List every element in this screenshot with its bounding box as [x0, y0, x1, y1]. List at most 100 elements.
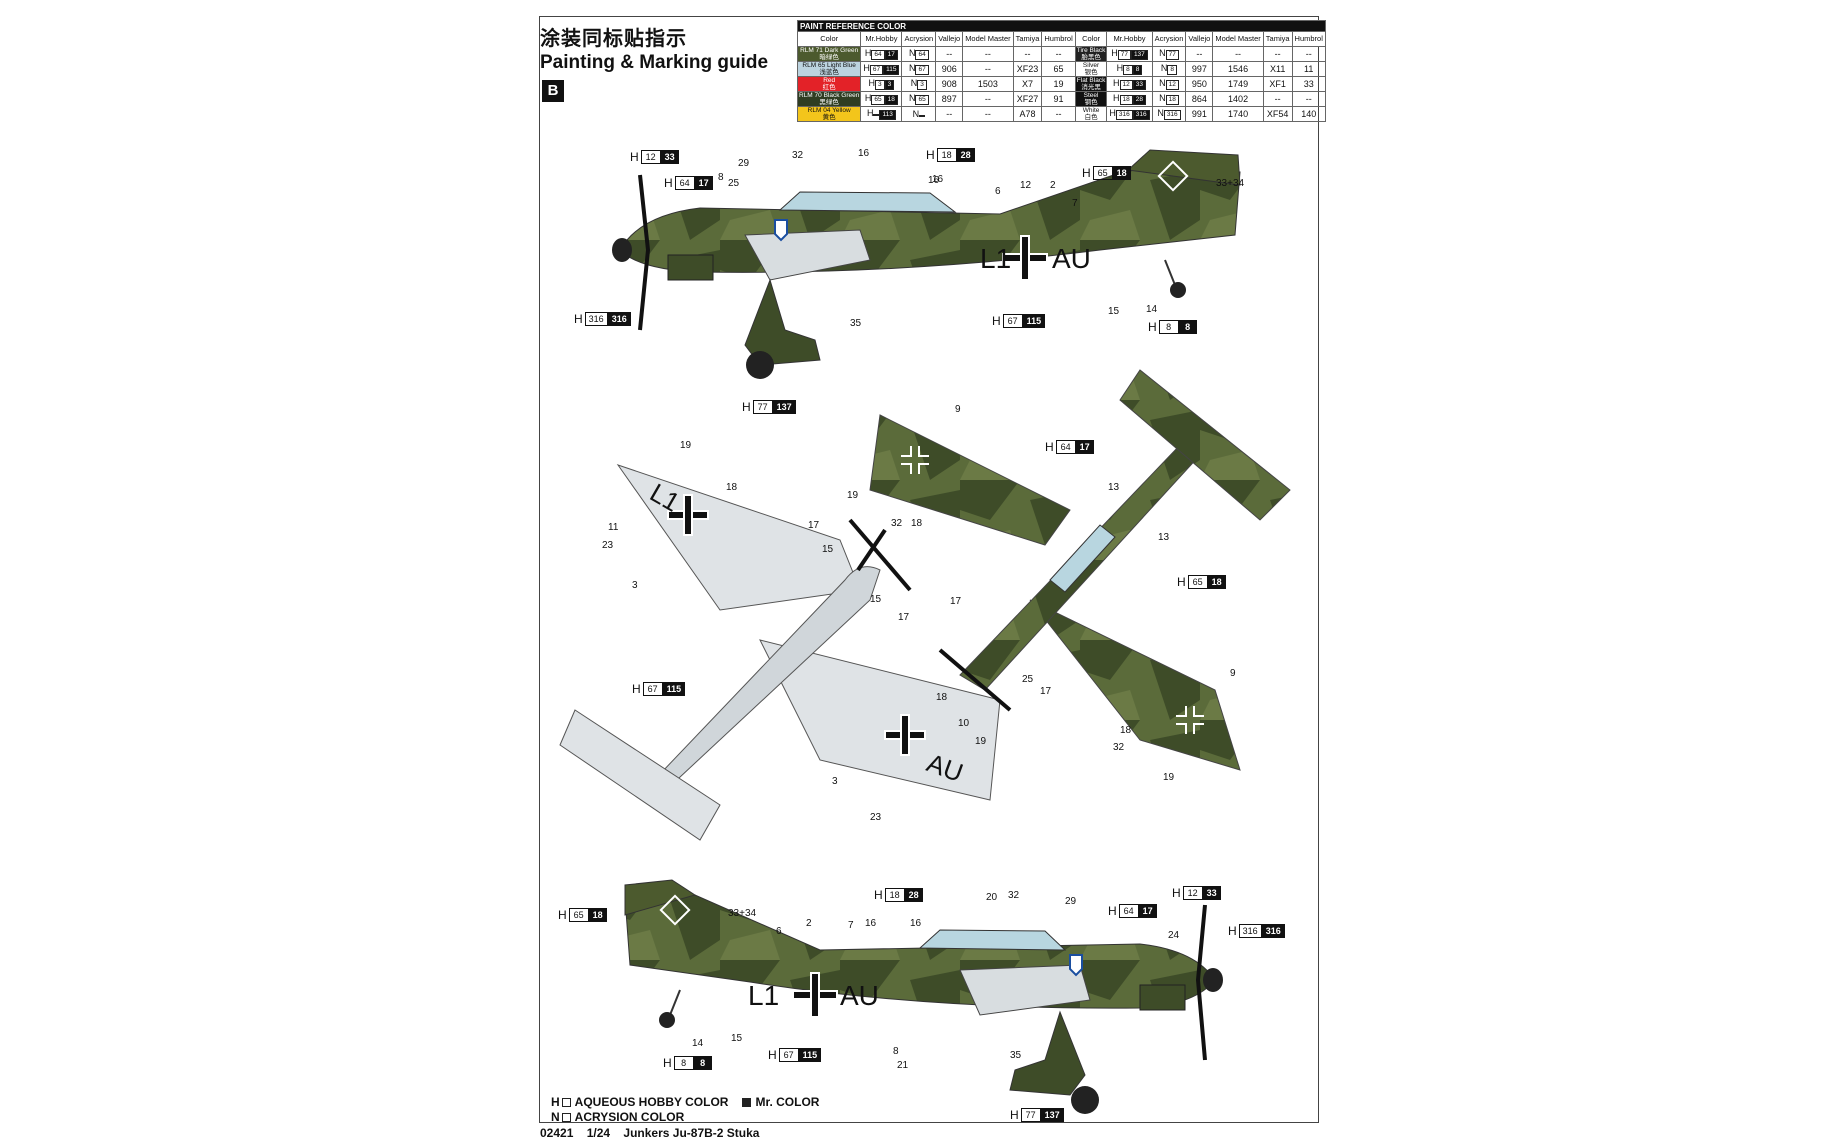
code-left-top: L1 [980, 243, 1011, 274]
col-mrhobby: Mr.Hobby [1106, 31, 1153, 47]
col-color: Color [796, 31, 862, 47]
callout-number: 33+34 [728, 908, 757, 919]
side-view-right: L1 AU [624, 879, 1223, 1114]
ref-h: H [1108, 904, 1117, 918]
legend-line-1: H AQUEOUS HOBBY COLOR Mr. COLOR [551, 1095, 819, 1109]
callout-number: 17 [808, 520, 820, 531]
col-mrhobby: Mr.Hobby [860, 31, 903, 47]
legend-line-2: N ACRYSION COLOR [551, 1110, 684, 1124]
ref-aqueous-code: 65 [1092, 166, 1113, 180]
paint-ref-tag: H 65 18 [1082, 166, 1131, 180]
callout-number: 32 [792, 150, 804, 161]
n-acrysion: 77 [1165, 49, 1179, 60]
n-acrysion: 316 [1163, 109, 1181, 120]
callout-number: 29 [1065, 896, 1077, 907]
callout-number: 15 [870, 594, 882, 605]
legend-h-mark: H [551, 1095, 560, 1109]
ref-mrcolor-code: 18 [588, 908, 607, 922]
ref-h: H [926, 148, 935, 162]
ref-mrcolor-code: 316 [1261, 924, 1285, 938]
h-mrcolor: 18 [884, 94, 898, 105]
ref-h: H [1045, 440, 1054, 454]
paint-ref-tag: H 64 17 [1045, 440, 1094, 454]
paint-ref-tag: H 316 316 [574, 312, 631, 326]
ref-mrcolor-code: 137 [772, 400, 796, 414]
h-aqueous: 64 [871, 49, 885, 60]
ref-mrcolor-code: 115 [662, 682, 686, 696]
under-view: L1 AU [559, 464, 1001, 841]
callout-number: 19 [680, 440, 692, 451]
ref-h: H [664, 176, 673, 190]
color-name-zh: 白色 [1084, 113, 1098, 121]
ref-h: H [1172, 886, 1181, 900]
callout-number: 14 [692, 1038, 704, 1049]
h-mrcolor: 3 [884, 79, 895, 90]
callout-number: 23 [602, 540, 614, 551]
n-acrysion: 18 [1165, 94, 1179, 105]
ref-mrcolor-code: 28 [956, 148, 975, 162]
ref-mrcolor-code: 33 [660, 150, 679, 164]
h-aqueous: 316 [1115, 109, 1133, 120]
ref-aqueous-code: 77 [752, 400, 773, 414]
h-mrcolor: 115 [883, 64, 900, 75]
callout-number: 12 [1020, 180, 1032, 191]
callout-number: 35 [1010, 1050, 1022, 1061]
paint-table-header: PAINT REFERENCE COLOR [797, 20, 1326, 32]
color-name-zh: 钢色 [1084, 98, 1098, 106]
n-acrysion: 65 [915, 94, 929, 105]
humbrol-code: 33 [1291, 75, 1326, 92]
ref-aqueous-code: 67 [642, 682, 663, 696]
legend-mrcolor-icon [742, 1097, 752, 1107]
footer-code: 02421 [540, 1126, 574, 1140]
h-mrcolor: 33 [1132, 79, 1146, 90]
ref-mrcolor-code: 28 [904, 888, 923, 902]
paint-ref-tag: H 18 28 [874, 888, 923, 902]
h-aqueous: 3 [875, 79, 885, 90]
side-view-left: L1 AU [612, 149, 1241, 379]
ref-mrcolor-code: 115 [1022, 314, 1046, 328]
title-english: Painting & Marking guide [540, 52, 769, 73]
callout-number: 17 [950, 596, 962, 607]
col-vallejo: Vallejo [935, 31, 964, 47]
callout-number: 8 [893, 1046, 899, 1057]
ref-h: H [992, 314, 1001, 328]
h-mrcolor: 316 [1132, 109, 1150, 120]
paint-ref-tag: H 64 17 [664, 176, 713, 190]
ref-h: H [1010, 1108, 1019, 1122]
callout-number: 19 [1163, 772, 1175, 783]
legend-box-icon [561, 1112, 571, 1122]
ref-mrcolor-code: 115 [798, 1048, 822, 1062]
col-modelmaster: Model Master [962, 31, 1014, 47]
section-badge: B [542, 80, 564, 102]
col-tamiya: Tamiya [1012, 31, 1043, 47]
paint-ref-tag: H 8 8 [663, 1056, 712, 1070]
callout-number: 16 [865, 918, 877, 929]
callout-number: 20 [986, 892, 998, 903]
n-acrysion: 8 [1167, 64, 1178, 75]
legend-n-mark: N [551, 1110, 560, 1124]
ref-h: H [874, 888, 883, 902]
ref-aqueous-code: 12 [1182, 886, 1203, 900]
ref-mrcolor-code: 17 [1075, 440, 1094, 454]
ref-mrcolor-code: 8 [1178, 320, 1197, 334]
callout-number: 2 [1050, 180, 1056, 191]
callout-number: 16 [858, 148, 870, 159]
color-name-zh: 银色 [1084, 68, 1098, 76]
tamiya-code: XF54 [1262, 105, 1293, 122]
callout-number: 7 [848, 920, 854, 931]
n-acrysion: 64 [915, 49, 929, 60]
callout-number: 32 [1113, 742, 1125, 753]
ref-h: H [1177, 575, 1186, 589]
ref-h: H [1082, 166, 1091, 180]
ref-h: H [558, 908, 567, 922]
ref-aqueous-code: 77 [1020, 1108, 1041, 1122]
callout-number: 16 [932, 174, 944, 185]
